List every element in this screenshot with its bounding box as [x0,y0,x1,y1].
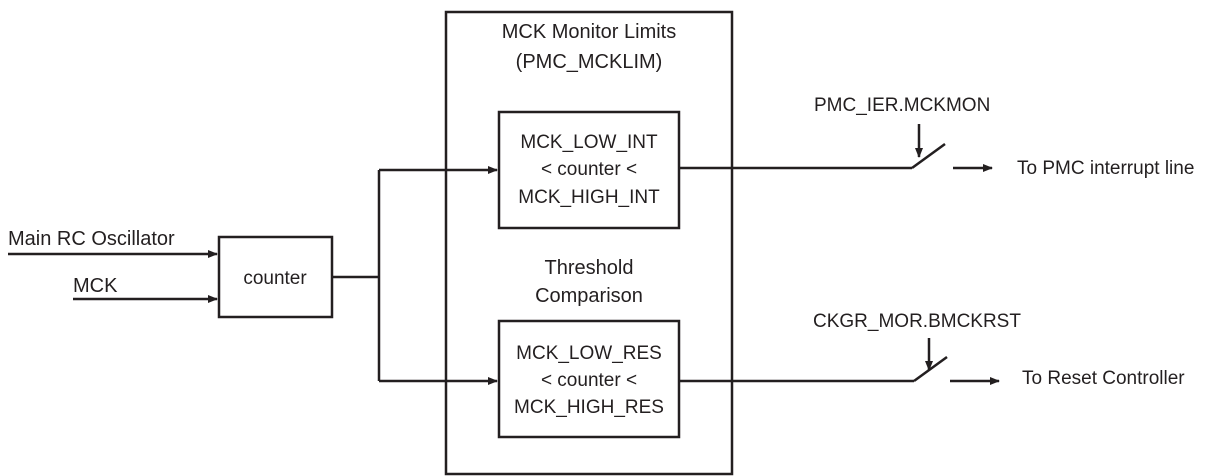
interrupt-compare-box [497,110,681,230]
rc-oscillator-label: Main RC Oscillator [8,228,175,250]
threshold-label-line2: Comparison [535,285,643,307]
interrupt-compare-counter: < counter < [541,159,637,180]
reset-control-label: CKGR_MOR.BMCKRST [813,311,1021,332]
counter-label: counter [243,268,307,289]
limits-title-line1: MCK Monitor Limits [502,21,676,43]
reset-compare-box [497,319,681,439]
threshold-label-line1: Threshold [545,257,634,279]
mck-label: MCK [73,275,118,297]
interrupt-control-label: PMC_IER.MCKMON [814,95,990,116]
interrupt-compare-low: MCK_LOW_INT [520,132,658,153]
interrupt-switch [911,142,946,170]
reset-output-label: To Reset Controller [1022,368,1185,389]
reset-compare-low: MCK_LOW_RES [516,343,662,364]
interrupt-output-label: To PMC interrupt line [1017,158,1194,179]
interrupt-compare-high: MCK_HIGH_INT [518,187,660,208]
limits-title-line2: (PMC_MCKLIM) [516,51,663,73]
reset-compare-counter: < counter < [541,370,637,391]
reset-compare-high: MCK_HIGH_RES [514,397,664,418]
reset-switch [913,355,948,383]
